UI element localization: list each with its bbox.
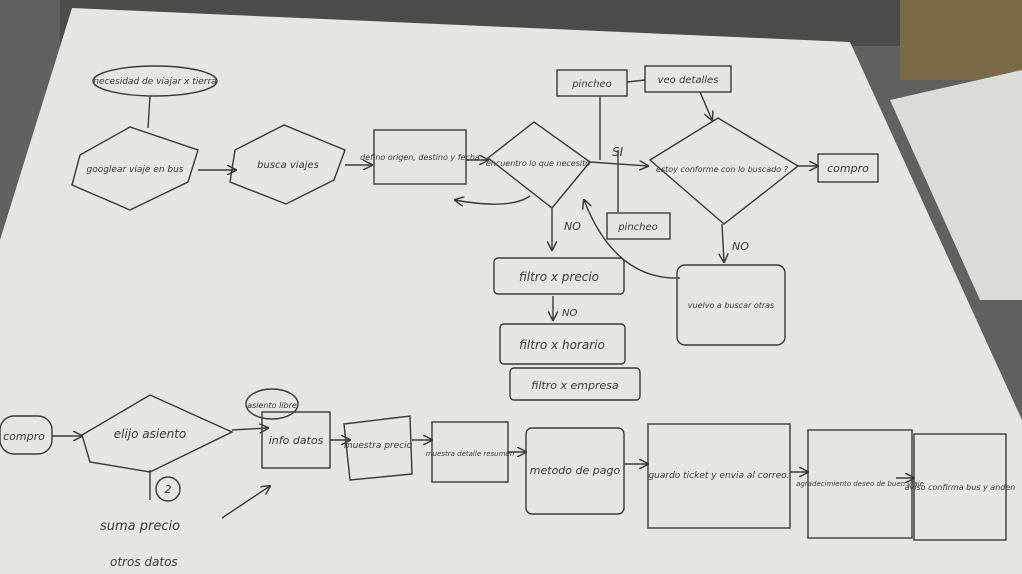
see-details-box: [644, 65, 732, 93]
side-paper: [890, 70, 1022, 300]
connector-start: [147, 95, 151, 129]
no-label-found: NO: [564, 220, 581, 233]
scribble-label: otros datos: [110, 555, 178, 569]
payment-label: metodo de pago: [530, 464, 621, 477]
filter-time-box: [499, 323, 626, 365]
shows-price-box: [343, 415, 413, 481]
decision-conform-label: estoy conforme con lo buscado ?: [656, 165, 789, 174]
sum-price-label: suma precio: [100, 519, 180, 534]
start-oval: [92, 65, 218, 97]
seat-note-bubble: [245, 388, 299, 420]
filter-price-box: [493, 257, 625, 295]
choose-seat-label: elijo asiento: [114, 427, 187, 441]
payment-box: [525, 427, 625, 515]
yes-label: SI: [612, 145, 624, 159]
click-top-box: [556, 69, 628, 97]
seat-note-label: asiento libre: [247, 401, 297, 410]
decision-found-label: encuentro lo que necesito: [486, 159, 590, 168]
google-trip-diamond: [71, 126, 199, 211]
define-label: defino origen, destino y fecha: [360, 153, 480, 162]
save-ticket-box: [647, 423, 791, 529]
circle-two: [155, 476, 181, 502]
arrow-details-to-conform: [699, 91, 712, 120]
notice-label: aviso confirma bus y anden: [905, 483, 1016, 492]
filter-time-label: filtro x horario: [519, 338, 605, 352]
paper-sheet: [0, 8, 1022, 574]
input-data-label: info datos: [269, 434, 324, 447]
search-trips-label: busca viajes: [257, 160, 319, 171]
desk-corner: [900, 0, 1022, 80]
filter-company-box: [509, 367, 641, 401]
buy-box-top: [817, 153, 879, 183]
shows-price-label: muestra precio: [344, 441, 413, 451]
thanks-box: [807, 429, 913, 539]
click-below-label: pincheo: [617, 222, 658, 233]
circle-two-label: 2: [165, 483, 172, 496]
arrow-conform-no: [722, 223, 724, 262]
click-below-box: [606, 212, 671, 240]
filter-price-label: filtro x precio: [519, 270, 599, 284]
see-details-label: veo detalles: [658, 75, 719, 86]
buy-box-bottom: [0, 415, 53, 455]
buy-bottom-label: compro: [3, 430, 45, 443]
thanks-label: agradecimiento deseo de buen viaje: [796, 480, 924, 488]
start-oval-label: necesidad de viajar x tierra: [93, 77, 216, 87]
google-trip-label: googlear viaje en bus: [86, 165, 183, 175]
loop-back-arrow: [455, 195, 531, 204]
search-again-box: [676, 264, 786, 346]
search-trips-diamond: [229, 124, 346, 205]
filter-company-label: filtro x empresa: [531, 379, 619, 392]
click-top-label: pincheo: [571, 79, 612, 90]
shows-detail-label: muestra detalle resumen: [426, 450, 514, 458]
buy-top-label: compro: [827, 162, 869, 175]
notice-box: [913, 433, 1007, 541]
search-again-label: vuelvo a buscar otras: [688, 301, 774, 310]
save-ticket-label: guardo ticket y envia al correo.: [648, 471, 789, 481]
connector-click-details: [626, 79, 646, 83]
no-label-filter: NO: [562, 308, 577, 319]
choose-seat-diamond: [81, 394, 234, 473]
arrow-sum-to-data: [221, 486, 270, 519]
arrow-yes: [589, 162, 648, 166]
define-box: [373, 129, 467, 185]
no-label-conform: NO: [732, 240, 749, 253]
